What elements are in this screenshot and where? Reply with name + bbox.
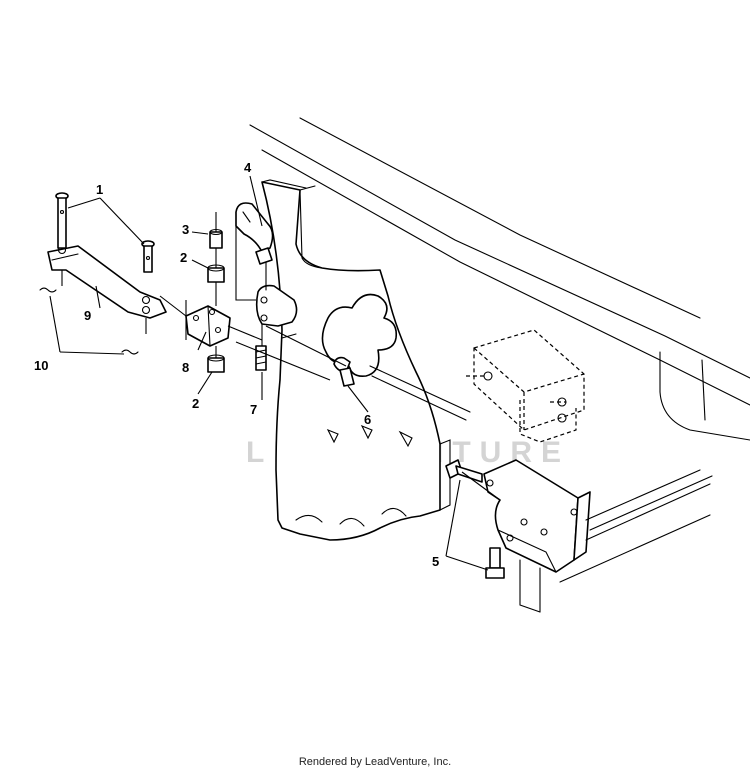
bolt-6: [333, 356, 355, 387]
bolt-7: [255, 345, 267, 371]
assembly-lines: [61, 212, 501, 501]
pin-1-left: [55, 192, 69, 249]
callout-5: 5: [432, 554, 439, 569]
body-panel: [249, 117, 750, 441]
callout-labels: 1 3 2 4 9 8 10 2 7 6 5: [34, 160, 439, 569]
callout-10: 10: [34, 358, 48, 373]
callout-6: 6: [364, 412, 371, 427]
callout-8: 8: [182, 360, 189, 375]
frame-member: [261, 179, 451, 541]
spacer-3: [209, 228, 223, 249]
hair-clip-lower: [121, 349, 139, 355]
callout-9: 9: [84, 308, 91, 323]
callout-1: 1: [96, 182, 103, 197]
bolt-5-lower: [485, 547, 505, 579]
callout-3: 3: [182, 222, 189, 237]
link-arm: [47, 245, 167, 319]
callout-leaders: [49, 175, 489, 571]
callout-2-lower: 2: [192, 396, 199, 411]
bushing-2-lower: [207, 354, 225, 373]
footer-credit: Rendered by LeadVenture, Inc.: [298, 756, 452, 768]
callout-4: 4: [244, 160, 252, 175]
housing-block: [466, 329, 585, 443]
mount-bracket: [483, 459, 713, 613]
callout-7: 7: [250, 402, 257, 417]
pivot-block: [185, 305, 231, 347]
hair-clip-upper: [39, 287, 57, 293]
callout-2-upper: 2: [180, 250, 187, 265]
cross-tube: [369, 365, 471, 421]
hinge-plate: [235, 202, 298, 327]
pin-1-right: [141, 240, 155, 273]
